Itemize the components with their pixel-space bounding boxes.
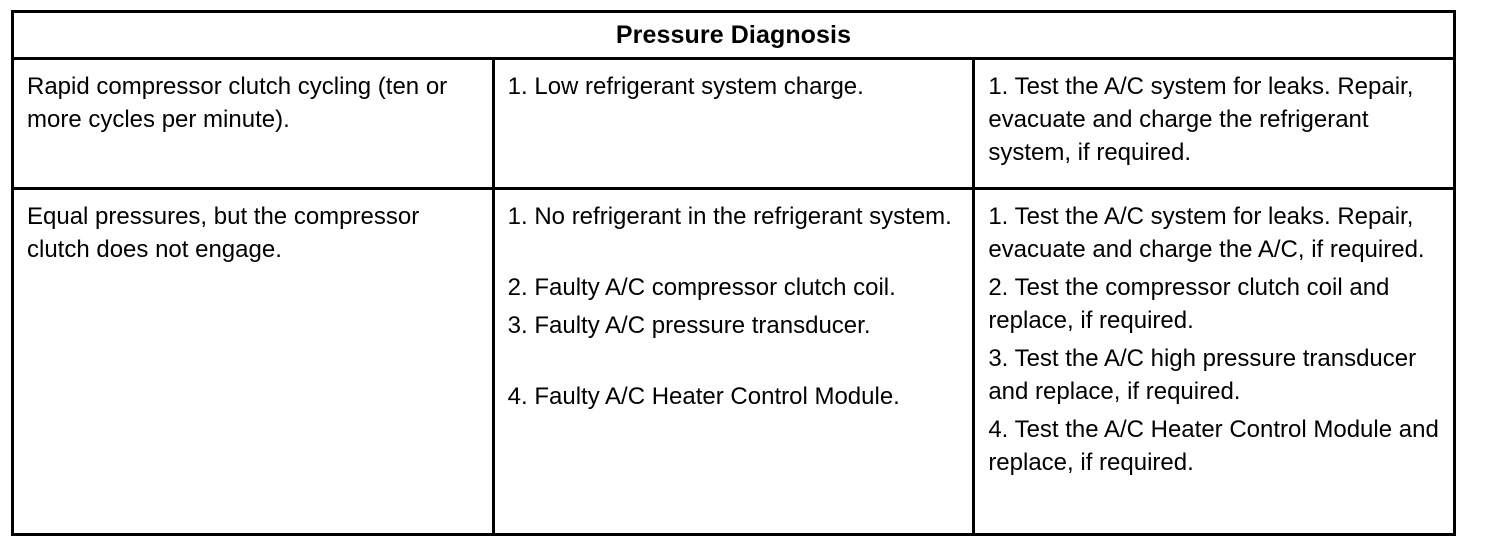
table-header: Pressure Diagnosis — [11, 10, 1456, 60]
list-item: 1. Low refrigerant system charge. — [507, 73, 864, 100]
table-header-row: Pressure Diagnosis — [11, 10, 1456, 60]
symptom-cell-body: Rapid compressor clutch cycling (ten or … — [14, 60, 492, 186]
symptom-cell: Rapid compressor clutch cycling (ten or … — [11, 56, 495, 191]
possible-causes-cell: 1. Low refrigerant system charge. — [491, 56, 976, 191]
pressure-diagnosis-table: Pressure Diagnosis Rapid compressor clut… — [11, 10, 1456, 536]
table-title: Pressure Diagnosis — [11, 10, 1456, 60]
list-item: 3. Faulty A/C pressure transducer. — [507, 312, 871, 340]
list-item: 4. Test the A/C Heater Control Module an… — [988, 416, 1439, 477]
possible-causes-body: 1. Low refrigerant system charge. — [495, 60, 973, 186]
list-item: 2. Test the compressor clutch coil and r… — [988, 274, 1390, 335]
table-row: Rapid compressor clutch cycling (ten or … — [11, 56, 1456, 191]
action-cell-body: 1. Test the A/C system for leaks. Repair… — [975, 60, 1453, 186]
list-item: 3. Test the A/C high pressure transducer… — [988, 345, 1417, 406]
list-item: 2. Faulty A/C compressor clutch coil. — [507, 274, 896, 302]
action-cell-body: 1. Test the A/C system for leaks. Repair… — [975, 190, 1453, 530]
symptom-cell-body: Equal pressures, but the compressor clut… — [14, 190, 492, 530]
list-item: 1. Test the A/C system for leaks. Repair… — [988, 203, 1425, 264]
list-item: 1. Test the A/C system for leaks. Repair… — [988, 73, 1414, 166]
possible-causes-cell: 1. No refrigerant in the refrigerant sys… — [491, 187, 976, 536]
table-row: Equal pressures, but the compressor clut… — [11, 187, 1456, 536]
list-item: 1. No refrigerant in the refrigerant sys… — [507, 203, 952, 231]
symptom-text: Rapid compressor clutch cycling (ten or … — [27, 73, 448, 133]
table-body: Rapid compressor clutch cycling (ten or … — [11, 56, 1456, 536]
possible-causes-body: 1. No refrigerant in the refrigerant sys… — [495, 190, 973, 530]
symptom-cell: Equal pressures, but the compressor clut… — [11, 187, 495, 536]
symptom-text: Equal pressures, but the compressor clut… — [27, 203, 420, 264]
action-cell: 1. Test the A/C system for leaks. Repair… — [972, 56, 1456, 191]
list-item: 4. Faulty A/C Heater Control Module. — [507, 383, 900, 411]
action-cell: 1. Test the A/C system for leaks. Repair… — [972, 187, 1456, 536]
